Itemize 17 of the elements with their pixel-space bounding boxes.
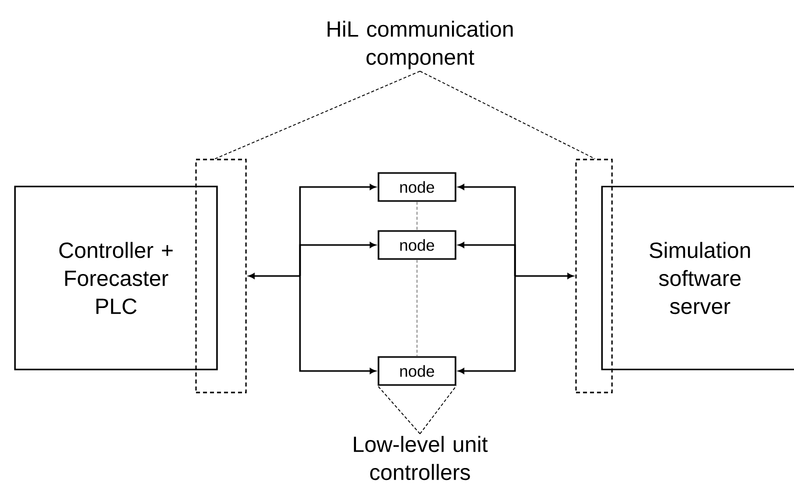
- dashed-line: [416, 259, 418, 357]
- leader-line: [377, 385, 420, 434]
- arrow: [458, 184, 574, 374]
- node-box: node: [378, 230, 456, 260]
- arrow: [248, 184, 376, 374]
- interface-box: [575, 158, 613, 394]
- callout-text: Low-level unit controllers: [354, 436, 488, 480]
- interface-box: [195, 158, 247, 394]
- node-box: node: [378, 172, 456, 202]
- server-box: Simulation software server: [601, 186, 794, 370]
- leader-line: [420, 70, 596, 160]
- leader-line: [420, 385, 457, 434]
- leader-line: [214, 70, 420, 160]
- controller-box: Controller + Forecaster PLC: [14, 186, 218, 370]
- node-box: node: [378, 356, 456, 386]
- callout-text: HiL communication component: [328, 20, 513, 70]
- dashed-line: [416, 201, 418, 231]
